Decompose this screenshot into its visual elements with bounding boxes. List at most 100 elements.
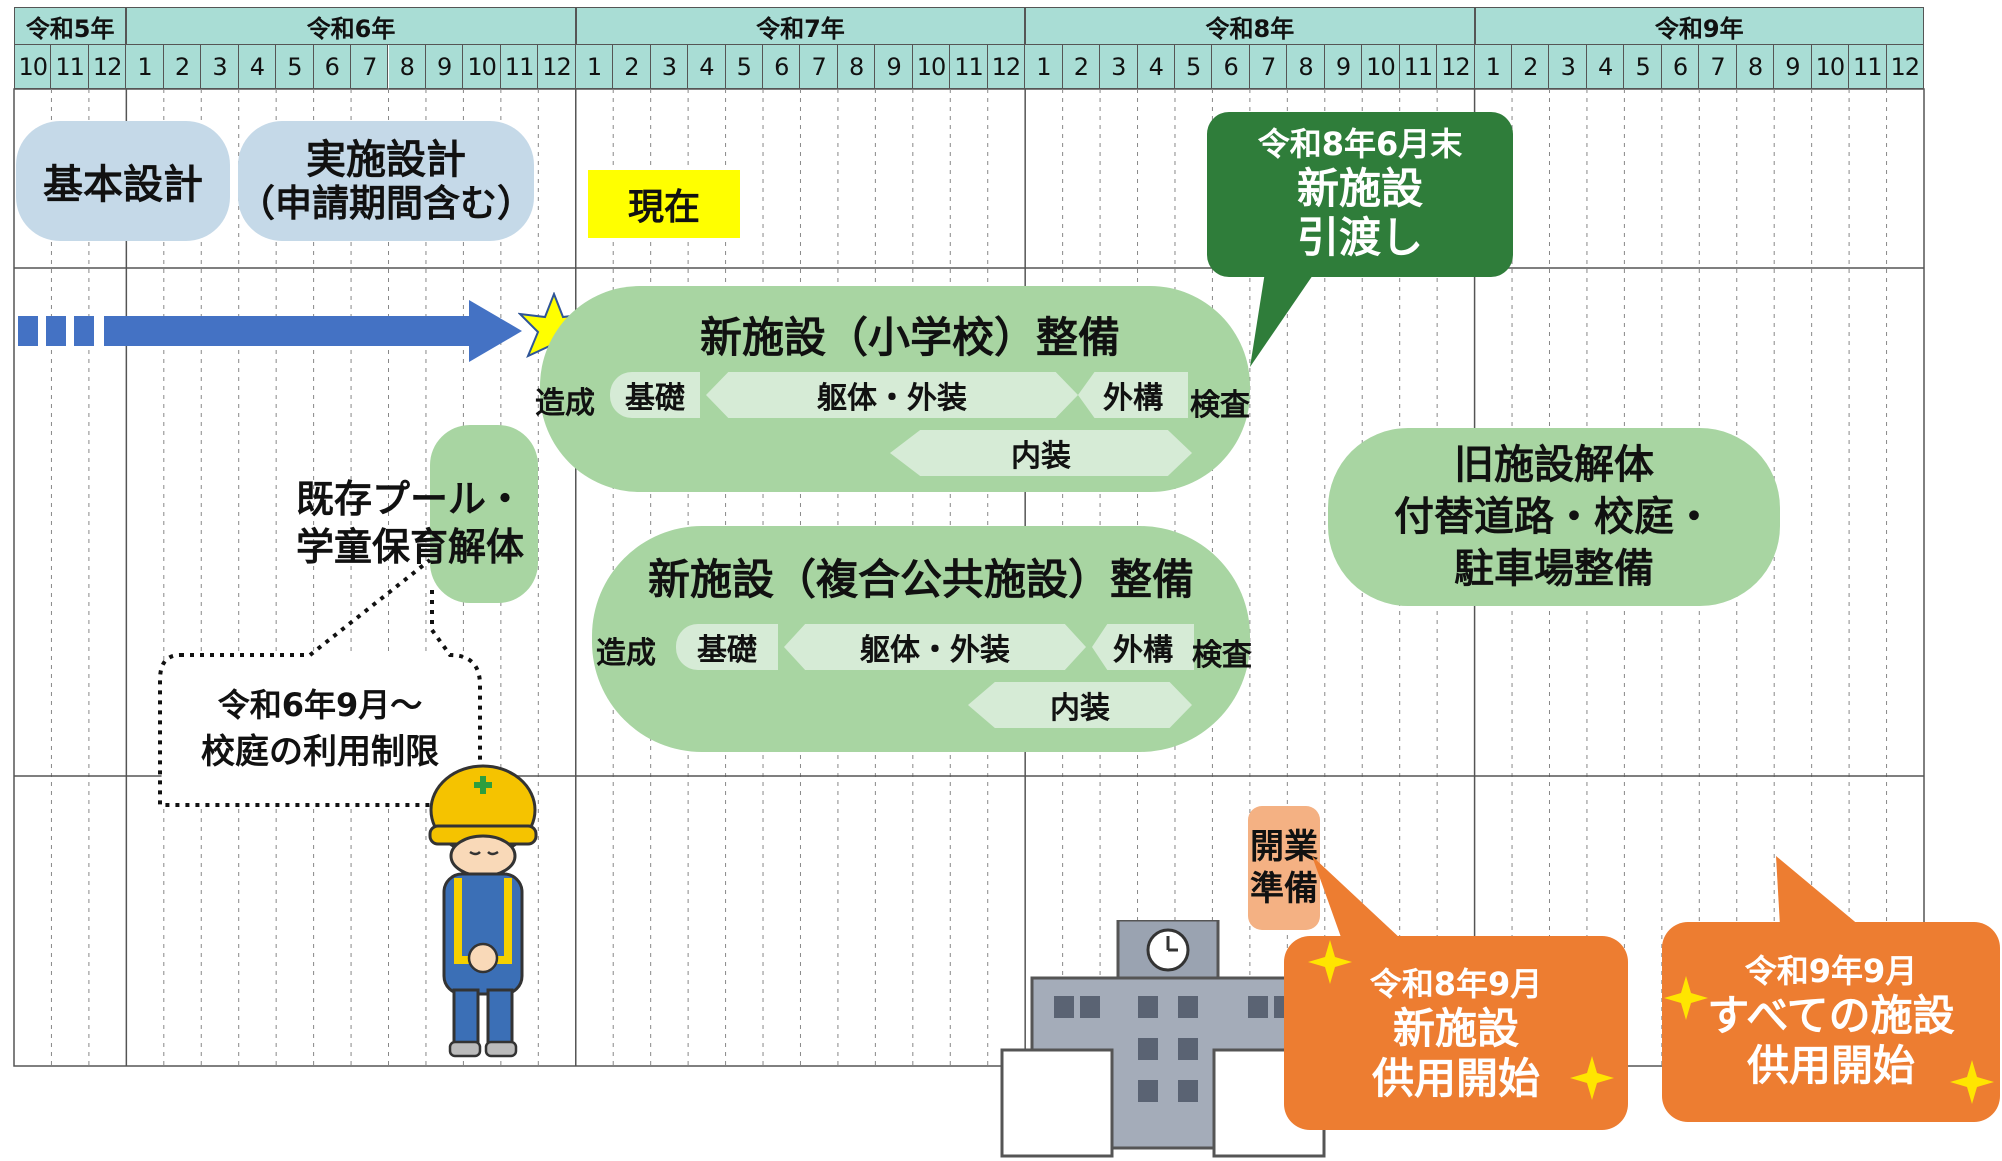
now-label-text: 現在 [627, 187, 700, 228]
school-step-foundation: 基礎 [625, 381, 685, 416]
month-header-cell: 5 [1174, 45, 1213, 89]
old-facility-line3: 駐車場整備 [1454, 546, 1654, 592]
detail-design-pill: 実施設計 （申請期間含む） [238, 121, 534, 241]
handover-text: 令和8年6月末 新施設 引渡し [1207, 112, 1513, 277]
all-facility-open-line1: 令和9年9月 [1744, 952, 1918, 991]
month-header-cell: 7 [351, 45, 389, 89]
handover-line1: 令和8年6月末 [1257, 125, 1463, 164]
sparkle-icon [1570, 1056, 1614, 1100]
schoolyard-note-line2: 校庭の利用制限 [201, 732, 439, 772]
month-header-cell: 12 [538, 45, 576, 89]
month-header-cell: 9 [425, 45, 464, 89]
all-facility-open-text: 令和9年9月 すべての施設 供用開始 [1664, 924, 1998, 1120]
month-header-cell: 6 [763, 45, 801, 89]
all-facility-open-line2: すべての施設 [1707, 990, 1955, 1040]
public-step-frame: 躯体・外装 [860, 633, 1010, 668]
month-header-cell: 12 [1437, 45, 1475, 89]
month-header-cell: 4 [238, 45, 277, 89]
school-step-interior: 内装 [1011, 439, 1071, 474]
month-header-cell: 3 [650, 45, 689, 89]
month-header-cell: 6 [1661, 45, 1700, 89]
month-header-cell: 1 [1025, 45, 1063, 89]
new-facility-open-text: 令和8年9月 新施設 供用開始 [1286, 940, 1626, 1130]
month-header-cell: 11 [500, 45, 539, 89]
month-header-cell: 12 [987, 45, 1026, 89]
month-header-cell: 8 [837, 45, 876, 89]
handover-line2: 新施設 [1296, 163, 1423, 213]
new-facility-open-callout [1284, 856, 1628, 1130]
old-facility-line2: 付替道路・校庭・ [1394, 494, 1714, 540]
month-header-cell: 5 [276, 45, 314, 89]
month-header-cell: 3 [1549, 45, 1587, 89]
month-header-cell: 4 [1137, 45, 1175, 89]
month-header-cell: 1 [1474, 45, 1513, 89]
all-facility-open-line3: 供用開始 [1746, 1041, 1915, 1091]
school-step-grading: 造成 [535, 386, 595, 421]
schoolyard-note-line1: 令和6年9月～ [217, 686, 423, 724]
detail-design-line2: （申請期間含む） [238, 181, 534, 225]
month-header-cell: 4 [688, 45, 726, 89]
new-facility-open-line2: 新施設 [1392, 1003, 1519, 1053]
school-step-interior-bar: 内装 [890, 430, 1192, 476]
month-header-cell: 2 [613, 45, 651, 89]
sparkle-icon [1664, 976, 1708, 1020]
month-header-cell: 2 [1512, 45, 1550, 89]
public-step-frame-bar: 躯体・外装 [784, 624, 1086, 670]
sparkle-icon [1308, 940, 1352, 984]
opening-prep-line1: 開業 [1250, 826, 1318, 867]
month-header-cell: 12 [88, 45, 127, 89]
old-facility-pill: 旧施設解体 付替道路・校庭・ 駐車場整備 [1328, 428, 1780, 606]
month-header-cell: 1 [575, 45, 614, 89]
year-header-cell: 令和9年 [1474, 7, 1924, 45]
month-header-cell: 4 [1586, 45, 1625, 89]
basic-design-label: 基本設計 [43, 162, 203, 208]
month-header-cell: 10 [1362, 45, 1400, 89]
opening-prep-box: 開業 準備 [1248, 806, 1320, 930]
year-header-cell: 令和8年 [1025, 7, 1475, 45]
school-step-inspection: 検査 [1190, 388, 1250, 423]
month-header-cell: 2 [163, 45, 202, 89]
month-header-cell: 11 [950, 45, 988, 89]
year-label: 令和5年 [25, 14, 115, 43]
detail-design-line1: 実施設計 [306, 136, 466, 183]
month-header-cell: 11 [1849, 45, 1887, 89]
year-label: 令和6年 [306, 14, 396, 43]
basic-design-pill: 基本設計 [16, 121, 230, 241]
month-header-cell: 9 [875, 45, 913, 89]
demolition-pool-bar [430, 425, 538, 603]
month-header-cell: 3 [1100, 45, 1138, 89]
grid-frame [13, 88, 1925, 1067]
month-header-cell: 8 [1736, 45, 1775, 89]
month-header-cell: 6 [1212, 45, 1250, 89]
month-header-cell: 2 [1062, 45, 1101, 89]
worker-illustration [428, 764, 538, 1058]
handover-callout [1207, 112, 1513, 367]
month-header-cell: 5 [1624, 45, 1662, 89]
school-step-exterior-bar: 外構 [1078, 372, 1188, 418]
public-step-foundation: 基礎 [697, 633, 757, 668]
month-header-cell: 11 [1399, 45, 1438, 89]
school-step-frame: 躯体・外装 [817, 381, 967, 416]
month-header-cell: 10 [912, 45, 951, 89]
month-header-cell: 8 [1287, 45, 1325, 89]
new-facility-open-line3: 供用開始 [1371, 1054, 1540, 1104]
month-header-cell: 7 [1699, 45, 1737, 89]
year-header-cell: 令和6年 [126, 7, 576, 45]
school-step-exterior: 外構 [1103, 381, 1163, 416]
demolition-pool-line1: 既存プール・ [296, 477, 525, 521]
year-label: 令和7年 [756, 14, 845, 43]
month-header-cell: 7 [1249, 45, 1288, 89]
school-step-foundation-bar: 基礎 [610, 372, 700, 418]
month-header-cell: 9 [1774, 45, 1812, 89]
public-step-interior-bar: 内装 [968, 682, 1192, 728]
year-header-cell: 令和5年 [14, 7, 127, 45]
handover-callout-box [1207, 112, 1513, 277]
schoolyard-note-callout [158, 558, 482, 807]
year-label: 令和8年 [1205, 14, 1295, 43]
sparkle-icon [1950, 1060, 1994, 1104]
month-header-cell: 7 [800, 45, 838, 89]
month-header-cell: 10 [1811, 45, 1850, 89]
month-header-cell: 5 [725, 45, 763, 89]
handover-line3: 引渡し [1296, 213, 1423, 263]
month-header-cell: 11 [51, 45, 89, 89]
